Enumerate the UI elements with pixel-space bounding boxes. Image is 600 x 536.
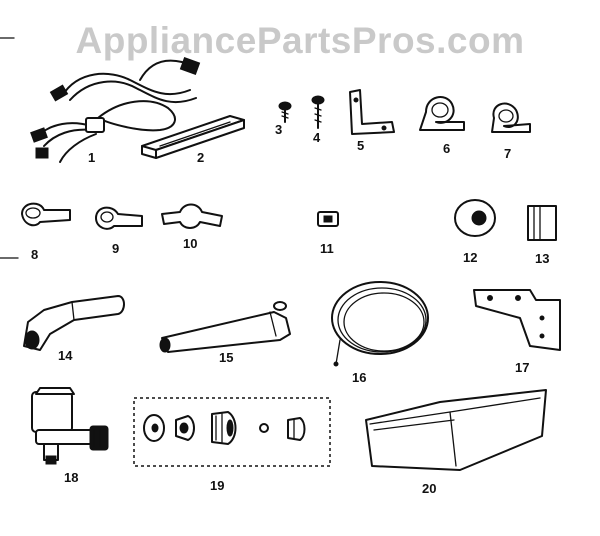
- part-4-screw: [311, 95, 325, 129]
- part-label-6: 6: [443, 141, 451, 156]
- part-label-16: 16: [352, 370, 367, 385]
- part-label-5: 5: [357, 138, 365, 153]
- part-7-clamp: [491, 102, 531, 133]
- part-label-18: 18: [64, 470, 79, 485]
- part-label-9: 9: [112, 241, 120, 256]
- part-label-13: 13: [535, 251, 550, 266]
- part-13-pad: [527, 205, 557, 241]
- part-6-clamp: [419, 96, 465, 131]
- part-label-1: 1: [88, 150, 96, 165]
- part-15-straight-tube: [159, 301, 291, 353]
- part-label-15: 15: [219, 350, 234, 365]
- part-label-4: 4: [313, 130, 321, 145]
- watermark: AppliancePartsPros.com: [75, 20, 525, 61]
- part-17-bracket: [473, 289, 561, 351]
- part-10-clamp: [161, 203, 223, 229]
- part-label-12: 12: [463, 250, 478, 265]
- part-2-strip: [141, 115, 245, 159]
- part-16-coiled-tubing: [331, 281, 429, 367]
- part-label-14: 14: [58, 348, 73, 363]
- part-19-kit: [133, 397, 331, 467]
- part-9-clamp: [95, 206, 143, 230]
- part-label-2: 2: [197, 150, 205, 165]
- part-label-19: 19: [210, 478, 225, 493]
- part-label-10: 10: [183, 236, 198, 251]
- part-5-bracket: [349, 89, 395, 135]
- part-8-clamp: [21, 202, 71, 227]
- part-3-screw: [278, 101, 292, 123]
- part-12-washer: [454, 199, 496, 237]
- part-20-tray: [365, 389, 547, 471]
- part-label-8: 8: [31, 247, 39, 262]
- part-label-7: 7: [504, 146, 512, 161]
- part-label-20: 20: [422, 481, 437, 496]
- part-18-water-valve: [31, 387, 109, 465]
- part-1-wire-harness: [30, 56, 201, 163]
- part-label-17: 17: [515, 360, 530, 375]
- part-label-3: 3: [275, 122, 283, 137]
- part-14-elbow-tube: [23, 295, 125, 351]
- part-label-11: 11: [320, 241, 334, 256]
- part-11-plug: [317, 211, 339, 227]
